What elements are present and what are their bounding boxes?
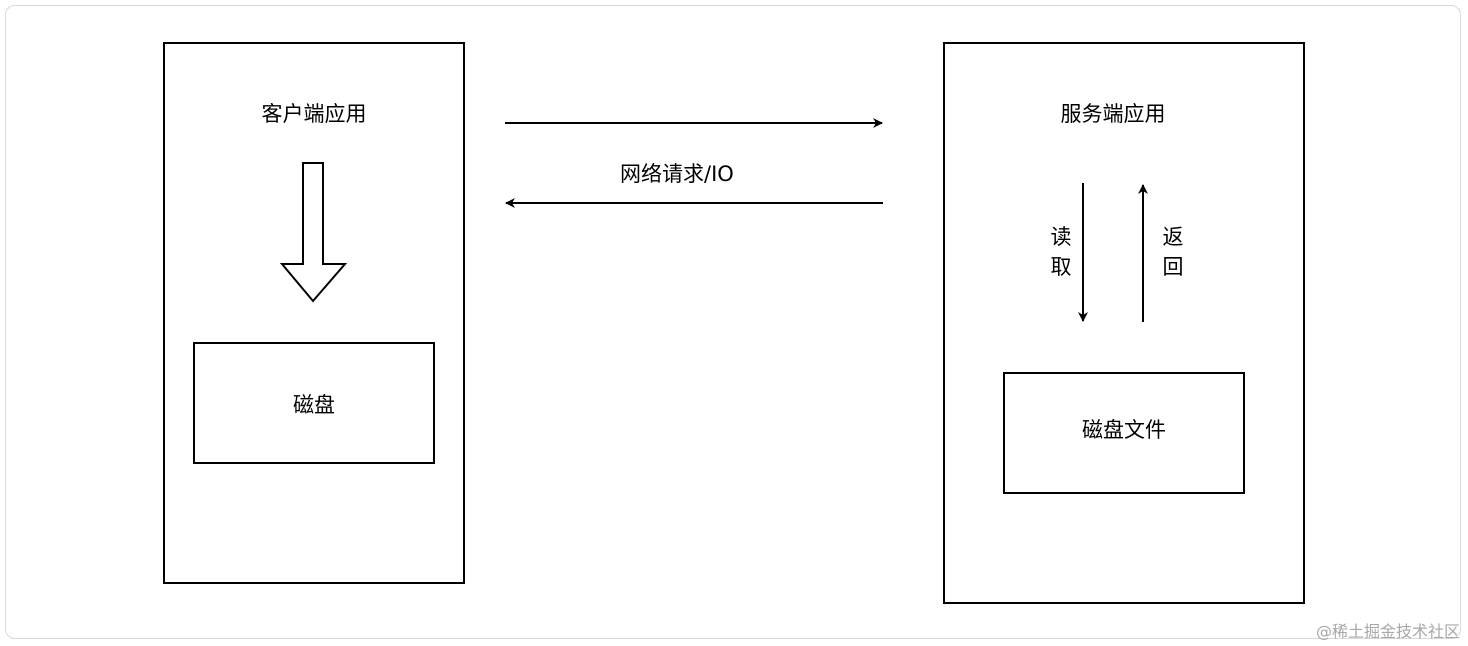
outer-frame <box>5 5 1461 639</box>
watermark: @稀土掘金技术社区 <box>1315 622 1460 641</box>
network-request-label: 网络请求/IO <box>620 162 734 186</box>
client-app-title: 客户端应用 <box>261 102 367 126</box>
server-app-title: 服务端应用 <box>1060 102 1166 126</box>
server-disk-file-box <box>1003 372 1245 494</box>
read-label: 读取 <box>1050 225 1072 279</box>
client-disk-box <box>193 342 435 464</box>
server-disk-file-label: 磁盘文件 <box>1082 418 1166 442</box>
client-disk-label: 磁盘 <box>293 393 335 417</box>
server-app-box <box>943 42 1305 604</box>
hollow-down-arrow-icon <box>279 162 348 303</box>
return-label: 返回 <box>1162 225 1184 279</box>
client-app-box <box>163 42 465 584</box>
